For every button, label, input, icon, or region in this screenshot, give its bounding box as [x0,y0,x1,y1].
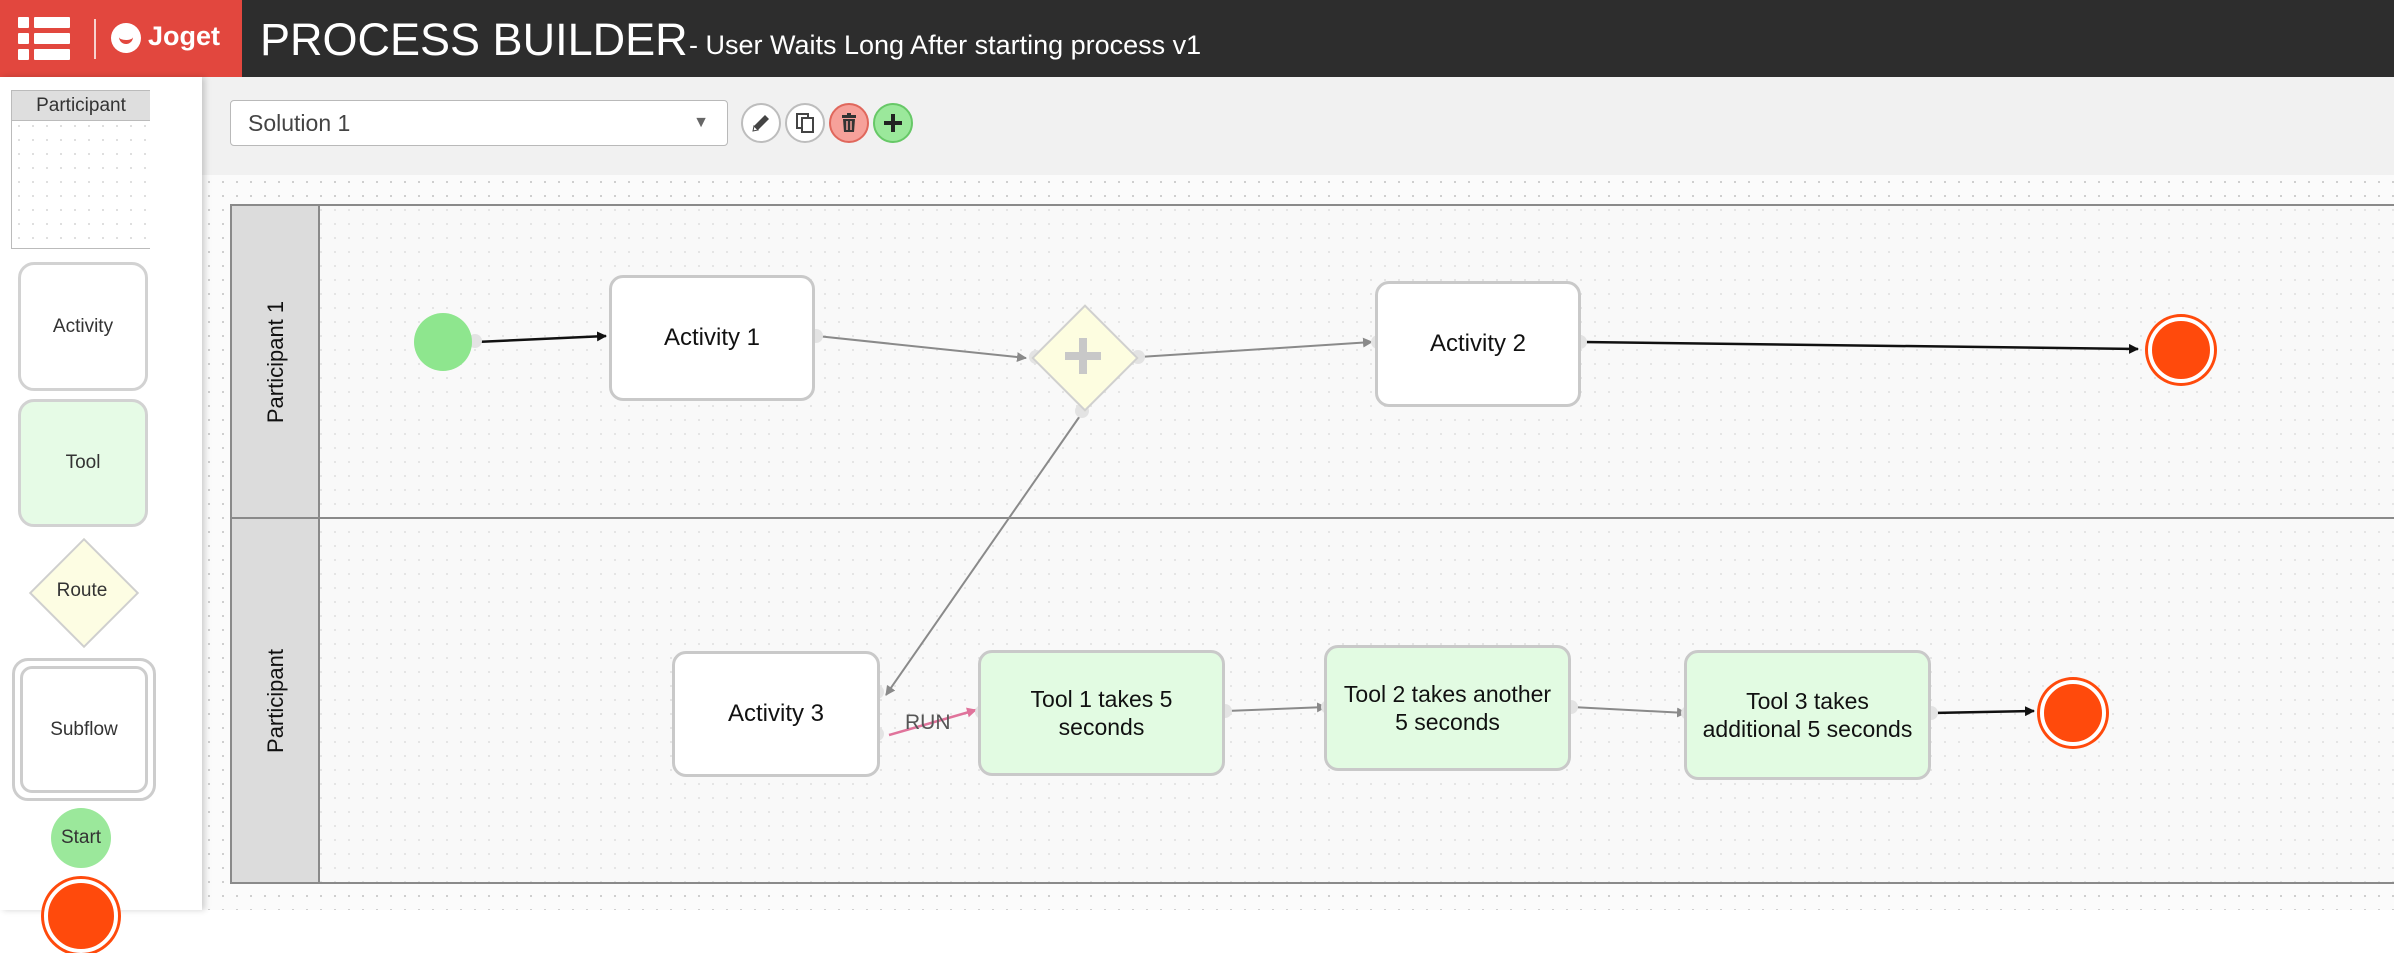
start-event[interactable] [414,313,472,371]
lane-participant[interactable]: Participant [232,519,2394,882]
node-label: Activity 2 [1429,330,1527,357]
pencil-icon [752,115,769,132]
node-label: Activity 1 [663,324,761,351]
tool-1[interactable]: Tool 1 takes 5 seconds [978,650,1225,776]
solution-select-value: Solution 1 [248,110,351,136]
joget-logo-icon [111,23,141,53]
brand-divider [94,19,96,59]
lane-label: Participant [263,648,288,753]
lane-participant-1[interactable]: Participant 1 [232,206,2394,519]
palette-activity-label: Activity [52,315,114,337]
copy-icon [796,113,814,133]
palette-start[interactable]: Start [51,808,111,868]
palette-participant[interactable]: Participant [11,90,150,249]
palette-route[interactable]: Route [28,537,140,649]
end-event[interactable] [2148,317,2214,383]
lane-header[interactable]: Participant 1 [232,206,320,517]
palette-activity[interactable]: Activity [18,262,148,391]
trash-icon [842,113,856,132]
palette-end[interactable] [44,879,118,953]
palette-participant-label: Participant [12,91,150,121]
activity-3[interactable]: Activity 3 [672,651,880,777]
end-event[interactable] [2040,680,2106,746]
header-bar: Joget PROCESS BUILDER - User Waits Long … [0,0,2394,77]
element-palette: Participant Activity Tool Route Subflow … [0,77,202,953]
palette-tool[interactable]: Tool [18,399,148,527]
palette-subflow-label: Subflow [20,666,148,793]
app-title: PROCESS BUILDER [260,14,688,65]
brand-area: Joget [0,0,242,77]
palette-start-label: Start [60,827,102,848]
chevron-down-icon: ▼ [693,114,709,131]
palette-tool-label: Tool [65,452,101,473]
solution-select[interactable]: Solution 1 ▼ [230,100,728,146]
lane-label: Participant 1 [263,300,288,423]
process-pool: Participant 1 Participant [230,204,2394,884]
transition-label-run: RUN [905,711,951,734]
palette-subflow[interactable]: Subflow [12,658,156,801]
tool-3[interactable]: Tool 3 takes additional 5 seconds [1684,650,1931,780]
plus-icon [884,114,902,132]
node-label: Tool 2 takes another 5 seconds [1343,681,1552,735]
route-gateway[interactable] [1031,304,1139,412]
activity-2[interactable]: Activity 2 [1375,281,1581,407]
menu-grid-icon[interactable] [18,17,70,61]
node-label: Tool 3 takes additional 5 seconds [1702,688,1913,742]
edit-button[interactable] [741,103,781,143]
delete-button[interactable] [829,103,869,143]
node-label: Tool 1 takes 5 seconds [1030,686,1173,740]
lane-header[interactable]: Participant [232,519,320,882]
palette-route-label: Route [56,580,108,601]
copy-button[interactable] [785,103,825,143]
process-name: - User Waits Long After starting process… [689,30,1202,60]
add-button[interactable] [873,103,913,143]
node-label: Activity 3 [727,700,825,727]
plus-icon [1079,338,1087,374]
logo-text: Joget [148,21,221,51]
activity-1[interactable]: Activity 1 [609,275,815,401]
tool-2[interactable]: Tool 2 takes another 5 seconds [1324,645,1571,771]
